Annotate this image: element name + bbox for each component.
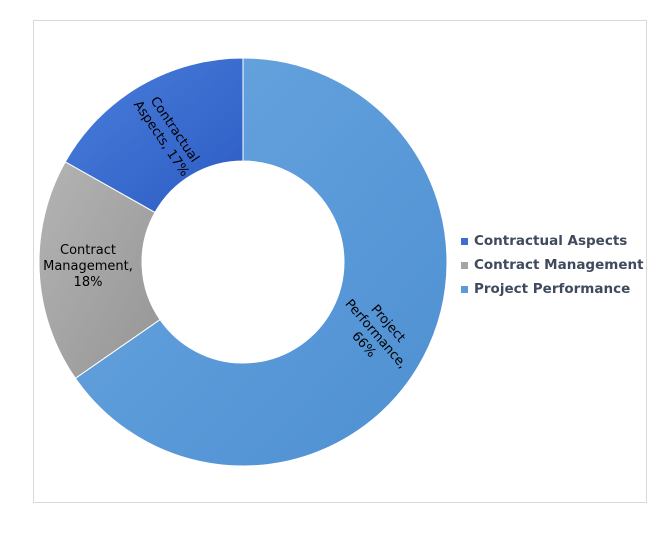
slice-contract-management (38, 161, 161, 379)
slice-contractual-aspects (64, 57, 244, 214)
legend-item-contract-management: Contract Management (461, 253, 644, 277)
legend-label: Contract Management (474, 257, 644, 273)
legend-swatch (461, 285, 468, 293)
legend-label: Project Performance (474, 281, 631, 297)
legend-swatch (461, 237, 468, 245)
legend-item-project-performance: Project Performance (461, 277, 644, 301)
slice-project-performance (74, 57, 448, 467)
legend-label: Contractual Aspects (474, 233, 628, 249)
legend-swatch (461, 261, 468, 269)
legend-item-contractual-aspects: Contractual Aspects (461, 229, 644, 253)
